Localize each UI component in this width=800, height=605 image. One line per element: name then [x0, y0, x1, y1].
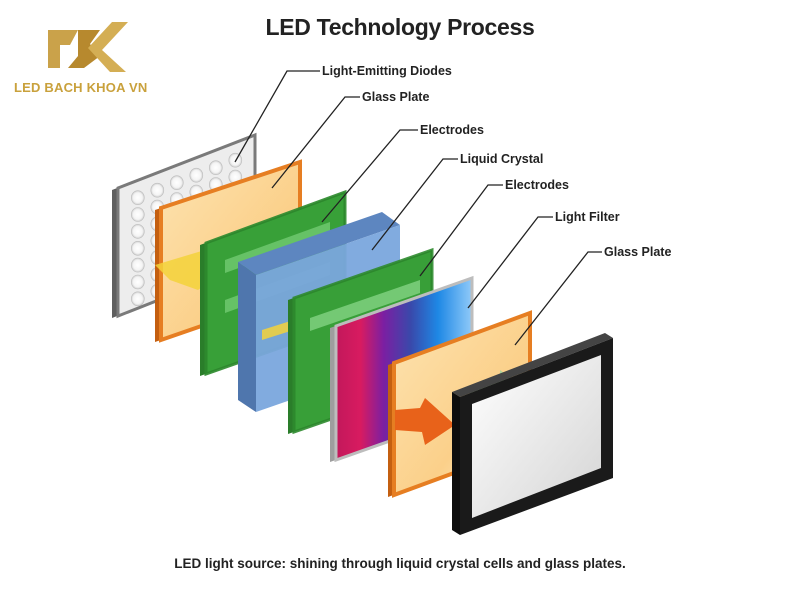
liquid-crystal-top [238, 212, 400, 275]
led-dot [170, 175, 184, 190]
liquid-crystal-side [238, 262, 256, 412]
led-dot [189, 167, 204, 183]
logo-text: LED BACH KHOA VN [14, 80, 148, 95]
electrode-strip [310, 280, 420, 331]
screen-side [452, 392, 460, 535]
label-light-filter: Light Filter [555, 210, 620, 224]
label-glass-plate-1: Glass Plate [362, 90, 429, 104]
led-dot [131, 224, 145, 239]
leader-line-electrodes-2 [419, 184, 503, 277]
leader-line-led [234, 70, 320, 163]
led-dot [131, 257, 145, 273]
logo-mark [48, 22, 128, 72]
label-glass-plate-2: Glass Plate [604, 245, 671, 259]
caption: LED light source: shining through liquid… [174, 556, 626, 571]
leader-line-liquid-crystal [371, 158, 458, 251]
label-electrodes-2: Electrodes [505, 178, 569, 192]
leader-line-filter [467, 216, 553, 309]
screen-top-edge [452, 333, 613, 397]
led-dot [131, 190, 145, 205]
led-dot [209, 160, 223, 175]
page-title: LED Technology Process [265, 14, 535, 40]
led-dot [131, 207, 145, 222]
led-dot [131, 291, 145, 307]
label-electrodes-1: Electrodes [420, 123, 484, 137]
screen-glass [472, 355, 601, 518]
leader-lines [234, 70, 602, 346]
led-dot [150, 182, 165, 198]
leader-line-glass-1 [271, 96, 360, 189]
led-dot [131, 274, 145, 290]
light-arrow-3 [395, 398, 455, 445]
leader-line-glass-2 [514, 251, 602, 346]
leader-line-electrodes-1 [321, 129, 418, 223]
led-dot [131, 241, 145, 256]
label-liquid-crystal: Liquid Crystal [460, 152, 543, 166]
screen-layer [452, 333, 613, 535]
label-light-emitting-diodes: Light-Emitting Diodes [322, 64, 452, 78]
